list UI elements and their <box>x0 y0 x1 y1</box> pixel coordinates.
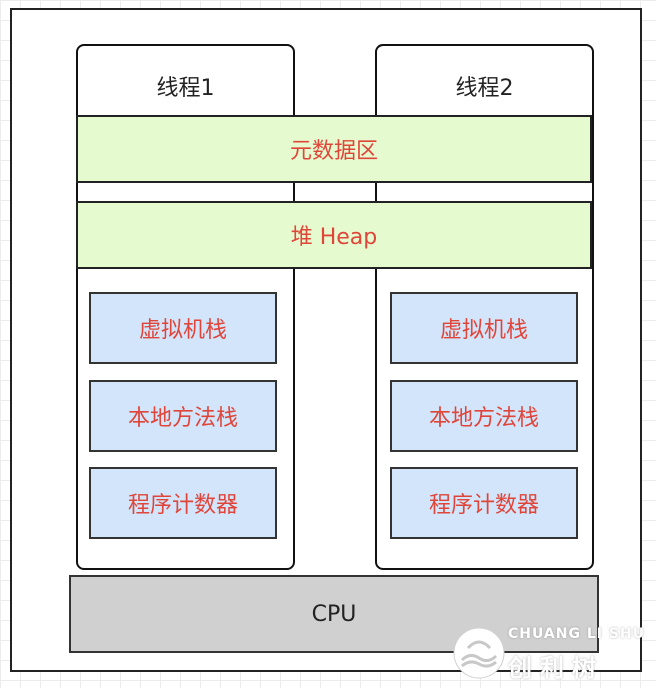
thread-1-program-counter-label: 程序计数器 <box>127 493 238 518</box>
cpu-box: CPU <box>69 575 599 653</box>
thread-2-native-method-stack: 本地方法栈 <box>390 380 578 452</box>
thread-2-program-counter-label: 程序计数器 <box>428 493 539 518</box>
metaspace-label: 元数据区 <box>289 139 378 164</box>
thread-1-program-counter: 程序计数器 <box>89 467 277 539</box>
thread-1-vm-stack: 虚拟机栈 <box>89 292 277 364</box>
thread-2-vm-stack-label: 虚拟机栈 <box>439 318 528 343</box>
thread-2-native-method-stack-label: 本地方法栈 <box>428 406 539 431</box>
thread-1-vm-stack-label: 虚拟机栈 <box>138 318 227 343</box>
metaspace-band: 元数据区 <box>76 115 592 183</box>
thread-2-program-counter: 程序计数器 <box>390 467 578 539</box>
cpu-label: CPU <box>311 601 357 627</box>
heap-label: 堆 Heap <box>290 225 378 250</box>
thread-1-native-method-stack-label: 本地方法栈 <box>127 406 238 431</box>
thread-1-native-method-stack: 本地方法栈 <box>89 380 277 452</box>
heap-band: 堆 Heap <box>76 201 592 269</box>
thread-2-title: 线程2 <box>455 76 514 101</box>
thread-2-vm-stack: 虚拟机栈 <box>390 292 578 364</box>
thread-1-title: 线程1 <box>156 76 215 101</box>
